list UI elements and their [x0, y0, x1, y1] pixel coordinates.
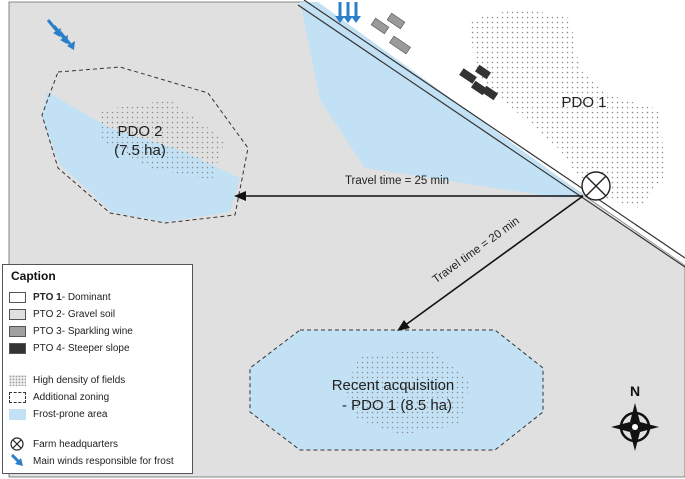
road-line-south [297, 4, 685, 268]
legend-pto2: PTO 2 - Gravel soil [9, 307, 115, 321]
legend-pto4: PTO 4 - Steeper slope [9, 341, 130, 355]
pto1-desc: - Dominant [61, 291, 111, 303]
pto4-blocks [459, 64, 499, 101]
legend-additional-zoning: Additional zoning [9, 390, 109, 404]
dot-pattern-swatch [9, 374, 26, 386]
frost-prone-label: Frost-prone area [33, 408, 108, 420]
farm-headquarters-icon [581, 171, 611, 201]
dashed-swatch [9, 391, 26, 403]
pdo2-area: (7.5 ha) [114, 142, 166, 159]
additional-zoning-label: Additional zoning [33, 391, 110, 403]
pto4-desc: - Steeper slope [61, 342, 130, 354]
pto1-swatch [9, 291, 26, 303]
farm-hq-label: Farm headquarters [33, 438, 119, 450]
compass-rose-icon [611, 403, 659, 451]
caption-title: Caption [11, 269, 56, 283]
travel-time-west-label: Travel time = 25 min [345, 175, 449, 187]
legend-farm-hq: Farm headquarters [9, 437, 118, 451]
wind-arrows-northwest [46, 19, 75, 50]
high-density-label: High density of fields [33, 374, 126, 386]
north-label: N [630, 383, 640, 399]
pto4-code: PTO 4 [33, 342, 62, 354]
pto3-blocks [370, 12, 411, 55]
wind-arrows-top [335, 2, 361, 23]
crossed-circle-icon [10, 437, 24, 451]
travel-arrow-south [397, 195, 584, 331]
frost-swatch [9, 408, 26, 420]
pdo2-label: PDO 2 [117, 123, 162, 140]
pdo1-dense-fields [470, 8, 665, 208]
pto1-code: PTO 1 [33, 291, 62, 303]
wind-arrow-icon [10, 454, 23, 466]
legend-high-density: High density of fields [9, 373, 125, 387]
legend-pto1: PTO 1 - Dominant [9, 290, 111, 304]
travel-arrow-west [234, 191, 583, 201]
recent-acquisition-label: Recent acquisition [332, 377, 455, 394]
recent-dense-fields [345, 350, 470, 435]
pto4-swatch [9, 342, 26, 354]
recent-acquisition-area-label: - PDO 1 (8.5 ha) [342, 397, 452, 414]
legend-winds: Main winds responsible for frost [9, 454, 174, 468]
pdo1-label: PDO 1 [561, 94, 606, 111]
road-line-north [303, 0, 685, 259]
legend-pto3: PTO 3 - Sparkling wine [9, 324, 133, 338]
pto3-desc: - Sparkling wine [61, 325, 133, 337]
frost-area-strip [300, 2, 585, 198]
pto2-desc: - Gravel soil [61, 308, 116, 320]
pto2-swatch [9, 308, 26, 320]
pto3-code: PTO 3 [33, 325, 62, 337]
pdo2-zoning-boundary [41, 66, 249, 224]
caption-legend: Caption PTO 1 - Dominant PTO 2 - Gravel … [2, 264, 193, 474]
legend-frost-prone: Frost-prone area [9, 407, 107, 421]
pto3-swatch [9, 325, 26, 337]
pdo2-dense-fields [100, 100, 225, 180]
winds-label: Main winds responsible for frost [33, 455, 174, 467]
pto2-code: PTO 2 [33, 308, 62, 320]
